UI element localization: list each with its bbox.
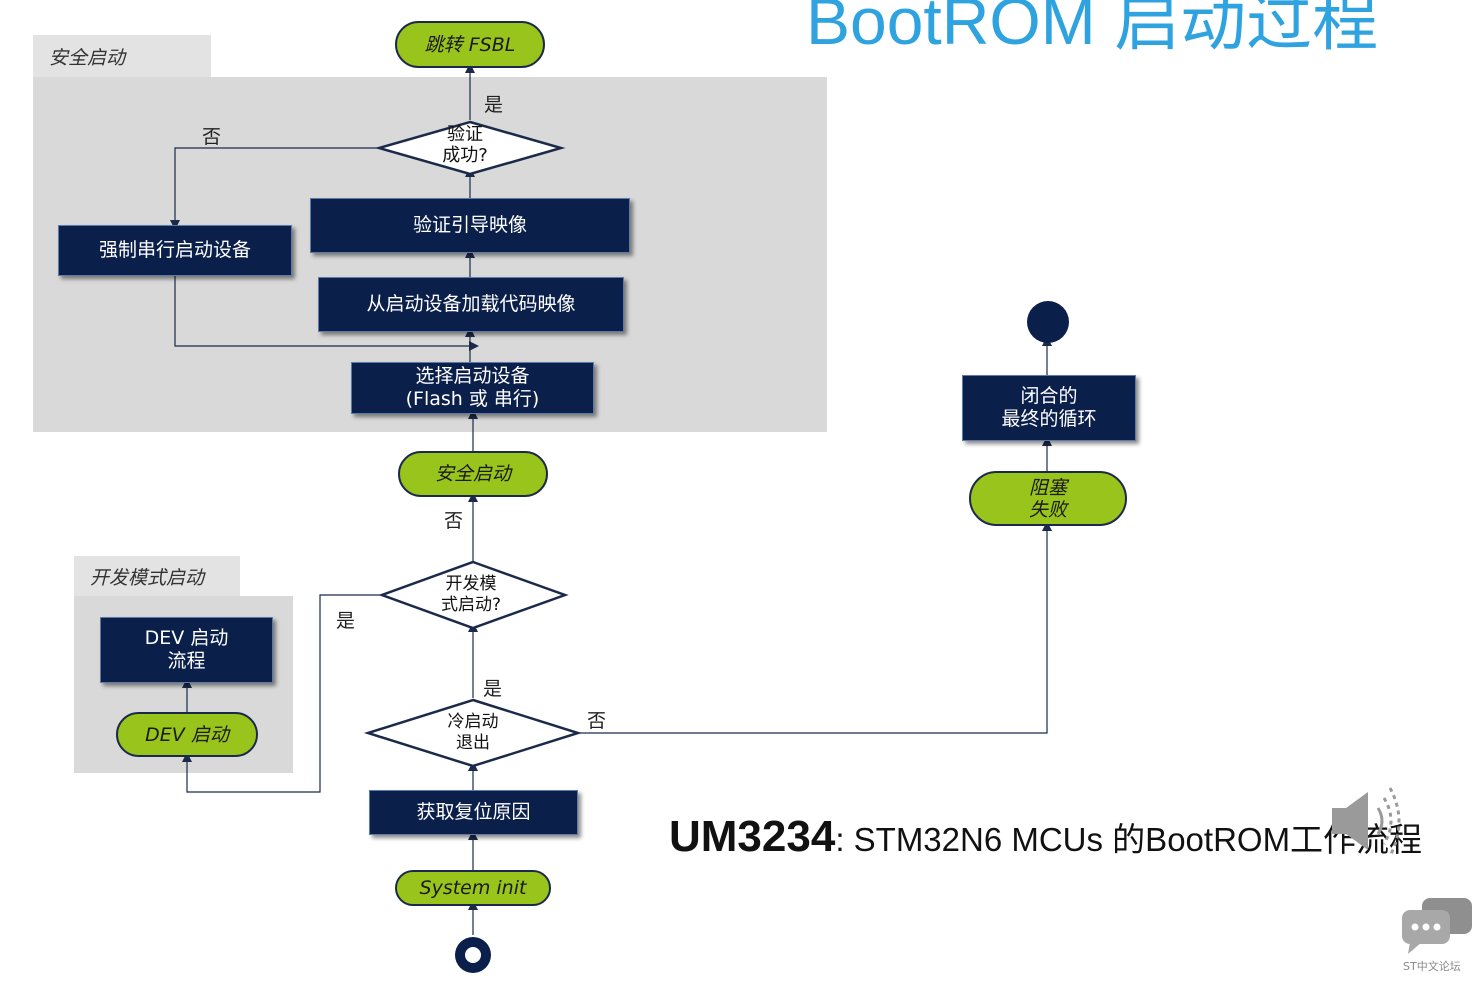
label-yes-top: 是 xyxy=(484,94,504,116)
edge-force-to-select xyxy=(174,276,479,351)
dev-flow-box: DEV 启动 流程 xyxy=(100,617,273,683)
dev-mode-diamond xyxy=(378,560,569,630)
slide-title: BootROM 启动过程 xyxy=(806,0,1379,58)
label-no-left: 否 xyxy=(202,126,222,148)
reset-cause-box: 获取复位原因 xyxy=(369,790,578,835)
label-no-cold: 否 xyxy=(587,710,607,732)
edge-devmode-yes-to-dev xyxy=(182,594,384,793)
edge-verify-no-to-force xyxy=(170,147,379,230)
dev-boot-section-tag: 开发模式启动 xyxy=(74,556,240,596)
speaker-icon[interactable] xyxy=(1326,784,1406,864)
system-init-node: System init xyxy=(395,870,551,906)
select-device-box: 选择启动设备 (Flash 或 串行) xyxy=(351,362,594,414)
load-image-box: 从启动设备加载代码映像 xyxy=(318,277,624,332)
label-yes-cold: 是 xyxy=(483,678,503,700)
verify-image-box: 验证引导映像 xyxy=(310,198,630,253)
cold-exit-label: 冷启动 退出 xyxy=(447,712,499,753)
chat-bubble-icon xyxy=(1402,898,1472,954)
start-node-inner xyxy=(465,947,481,963)
dev-mode-label: 开发模 式启动? xyxy=(440,574,502,615)
edge-cold-no-to-blocked xyxy=(578,521,1052,734)
label-no-secure: 否 xyxy=(444,510,464,532)
label-yes-dev: 是 xyxy=(336,610,356,632)
slide-caption: UM3234: STM32N6 MCUs 的BootROM工作流程 xyxy=(669,812,1422,862)
secure-boot-section-tag: 安全启动 xyxy=(33,35,211,77)
closed-loop-box: 闭合的 最终的循环 xyxy=(962,375,1136,441)
verify-ok-label: 验证 成功? xyxy=(442,124,488,166)
force-serial-box: 强制串行启动设备 xyxy=(58,225,292,276)
blocked-fail-node: 阻塞 失败 xyxy=(969,471,1127,526)
cold-exit-diamond xyxy=(363,698,583,768)
caption-text: : STM32N6 MCUs 的BootROM工作流程 xyxy=(835,821,1423,858)
end-node xyxy=(1027,301,1069,343)
forum-label: ST中文论坛 xyxy=(1403,960,1461,973)
jump-fsbl-node: 跳转 FSBL xyxy=(395,21,545,68)
secure-start-node: 安全启动 xyxy=(398,451,548,497)
dev-start-node: DEV 启动 xyxy=(116,712,258,757)
verify-ok-diamond xyxy=(374,120,566,176)
caption-doc-id: UM3234 xyxy=(669,812,836,861)
